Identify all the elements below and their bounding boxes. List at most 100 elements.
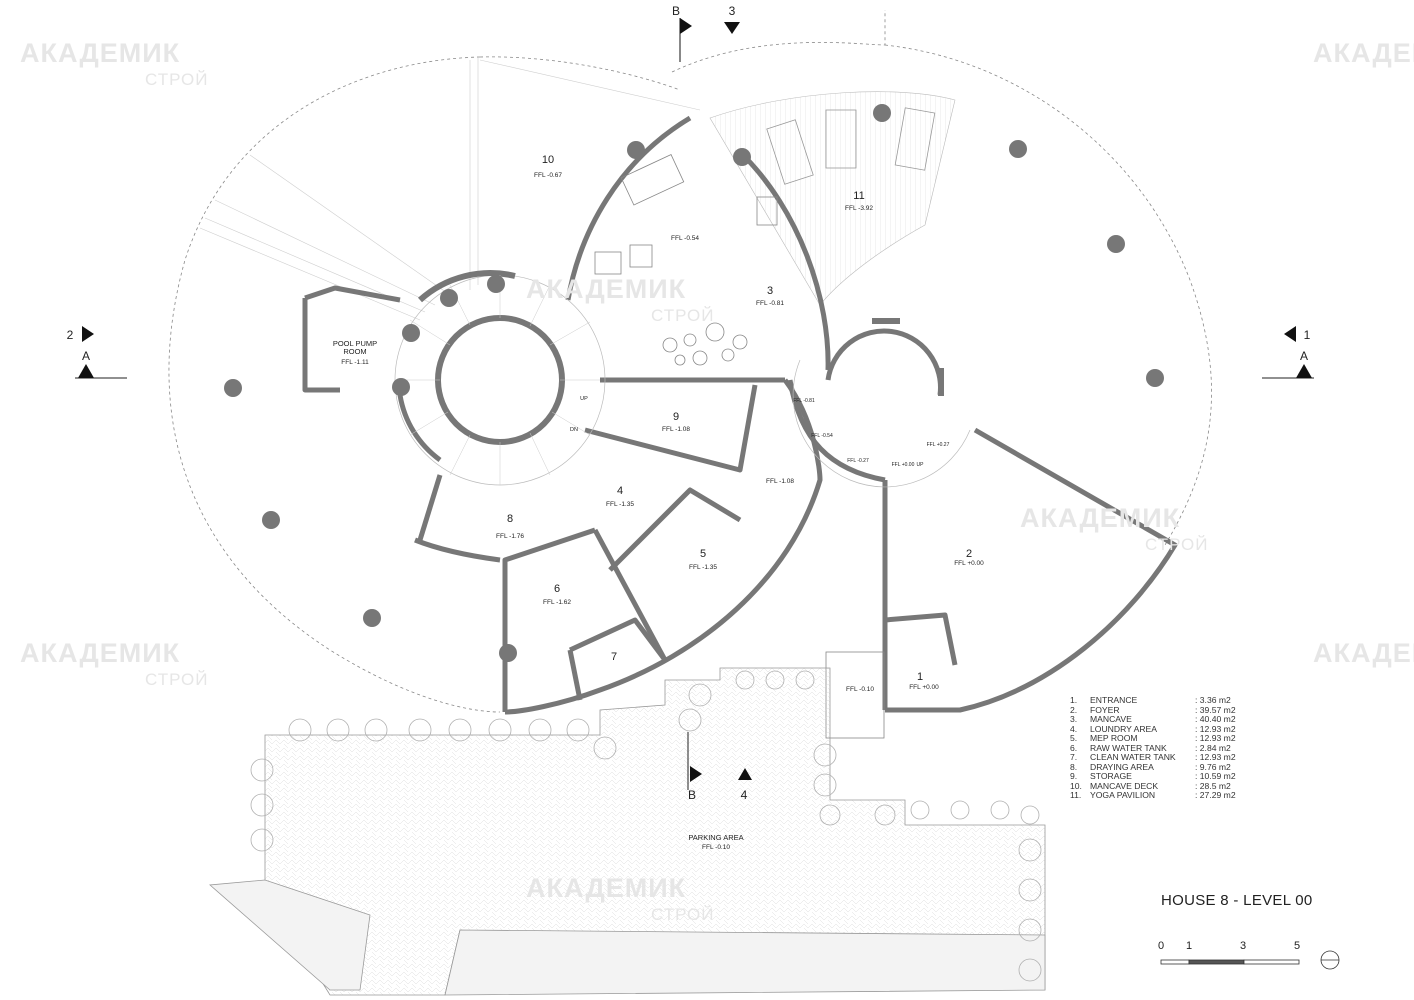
room-5-num: 5 [700,548,706,560]
room-3-ffl: FFL -0.81 [756,300,784,307]
legend-number: 3. [1070,714,1078,724]
legend-row: 2. FOYER : 39.57 m2 [1070,705,1270,715]
entry-ffl: FFL -0.10 [846,686,874,693]
room-6-ffl: FFL -1.62 [543,599,571,606]
legend-number: 1. [1070,695,1078,705]
entry-steps [825,651,885,739]
pool-pump-ffl: FFL -1.11 [341,359,369,366]
room-1-num: 1 [917,671,923,683]
pool-pump-line1: POOL PUMP [333,339,377,348]
legend-row: 3.MANCAVE: 40.40 m2 [1070,714,1270,724]
legend-area: : 28.5 m2 [1195,780,1231,791]
legend-number: 8. [1070,761,1078,772]
flag-b-bottom [690,766,702,782]
legend-number: 2. [1070,704,1078,715]
legend-area: : 10.59 m2 [1195,771,1236,781]
legend-area: : 12.93 m2 [1195,752,1236,762]
room-9-num: 9 [673,411,679,423]
foyer-ffl: FFL -1.08 [766,478,794,485]
legend-area: : 27.29 m2 [1195,790,1236,800]
room-3-num: 3 [767,285,773,297]
yoga-mats [766,107,936,185]
foyer-stair [792,318,971,488]
legend-name: MANCAVE DECK [1090,780,1159,791]
room-7-num: 7 [611,651,617,663]
legend-number: 5. [1070,733,1078,743]
legend-row: 7.CLEAN WATER TANK: 12.93 m2 [1070,752,1270,762]
room-10-num: 10 [542,154,554,166]
room-8-ffl: FFL -1.76 [496,533,524,540]
legend-area: : 2.84 m2 [1195,742,1231,753]
planting [250,670,1042,982]
room-11-ffl: FFL -3.92 [845,205,873,212]
triangle-4 [738,768,752,780]
legend-number: 4. [1070,723,1078,734]
legend-number: 6. [1070,742,1078,753]
stair-label-3: FFL -0.27 [847,458,869,464]
room-6-num: 6 [554,583,560,595]
room-2-num: 2 [966,548,972,560]
drawing-title: HOUSE 8 - LEVEL 00 [1161,892,1313,909]
marker-b-top: B [672,4,680,18]
marker-a-left: A [82,349,90,363]
triangle-a-left [78,364,94,378]
stair-label-5: FFL +0.27 [927,442,950,448]
scale-tick-5: 5 [1294,940,1301,952]
scale-tick-0: 0 [1158,940,1165,952]
room-5-ffl: FFL -1.35 [689,564,717,571]
legend-number: 10. [1070,780,1082,791]
room-4-ffl: FFL -1.35 [606,501,634,508]
legend-row: 4.LOUNDRY AREA: 12.93 m2 [1070,724,1270,734]
legend-area: : 9.76 m2 [1195,761,1231,772]
section-markers [78,18,1312,782]
marker-3: 3 [729,4,736,18]
walls [302,115,1178,715]
stair-label-6: UP [917,462,925,468]
legend-row: 11. YOGA PAVILION : 27.29 m2 [1070,790,1270,800]
room-2-ffl: FFL +0.00 [954,560,984,567]
driveway-right [444,929,1046,996]
scale-tick-3: 3 [1240,940,1247,952]
stair-label-1: FFL -0.81 [793,398,815,404]
legend-name: YOGA PAVILION [1090,790,1156,800]
marker-b-bottom: B [688,788,696,802]
flag-1 [1284,326,1296,342]
legend-area: : 40.40 m2 [1195,714,1236,724]
mancave-ffl: FFL -0.54 [671,235,699,242]
room-10-ffl: FFL -0.67 [534,172,562,179]
site-outline [168,10,1212,713]
legend-row: 10. MANCAVE DECK : 28.5 m2 [1070,781,1270,791]
room-11-num: 11 [853,190,864,202]
marker-4: 4 [741,788,748,802]
room-1-ffl: FFL +0.00 [909,684,939,691]
legend-name: CLEAN WATER TANK [1090,752,1176,762]
legend-number: 9. [1070,771,1078,781]
legend-name: LOUNDRY AREA [1090,723,1158,734]
pool-pump-line2: ROOM [343,347,366,356]
driveway [209,879,371,991]
legend-row: 5.MEP ROOM: 12.93 m2 [1070,733,1270,743]
flag-2 [82,326,94,342]
legend-row: 1.ENTRANCE: 3.36 m2 [1070,695,1270,705]
legend-row: 6. RAW WATER TANK : 2.84 m2 [1070,743,1270,753]
room-4-num: 4 [617,485,623,497]
scale-bar [1160,950,1340,970]
legend-name: RAW WATER TANK [1090,742,1167,753]
legend-area: : 39.57 m2 [1195,704,1236,715]
legend-name: FOYER [1090,704,1120,715]
marker-a-right: A [1300,349,1308,363]
scale-tick-1: 1 [1186,940,1193,952]
legend-area: : 3.36 m2 [1195,695,1231,705]
triangle-a-right [1296,364,1312,378]
room-9-ffl: FFL -1.08 [662,426,690,433]
parking-label: PARKING AREA [688,833,743,842]
yoga-deck [709,91,956,306]
parking-ffl: FFL -0.10 [702,844,730,851]
room-8-num: 8 [507,513,513,525]
triangle-3 [724,22,740,34]
marker-2: 2 [67,328,74,342]
stair-label-2: FFL -0.54 [811,433,833,439]
legend-number: 11. [1070,790,1082,800]
